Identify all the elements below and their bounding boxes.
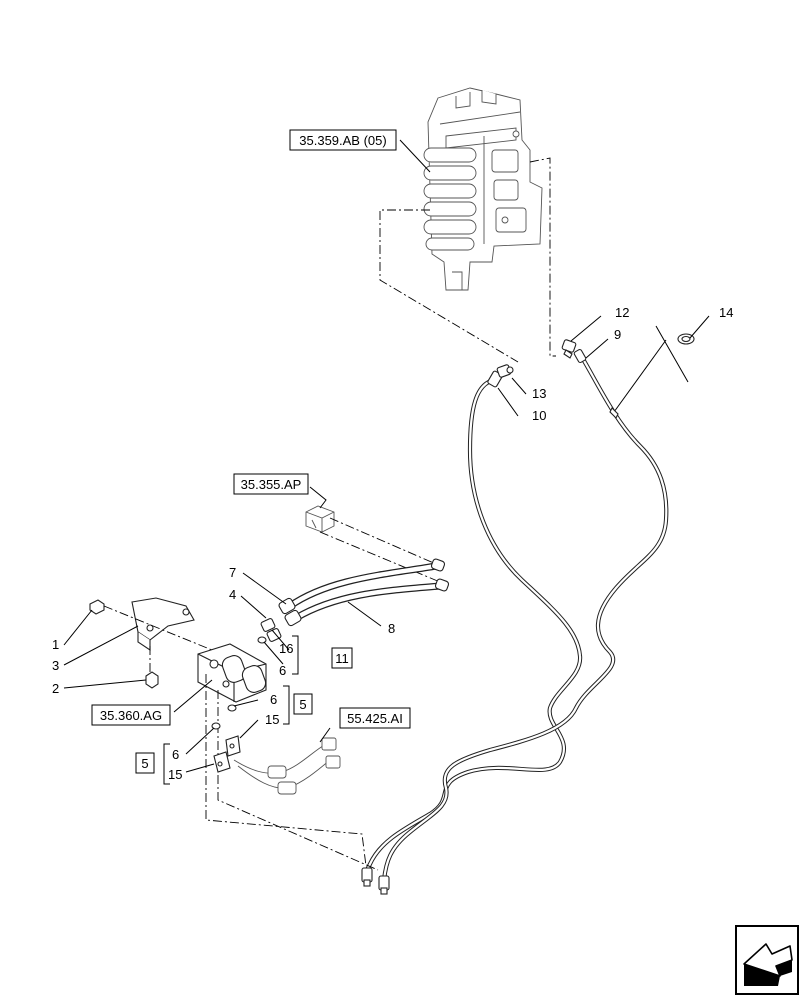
pilot-block-drawing	[305, 505, 335, 533]
callout-10: 10	[532, 408, 546, 423]
ref-solenoid-valve[interactable]: 35.360.AG	[91, 704, 171, 726]
nut-2	[145, 671, 159, 689]
cable-tie-14	[609, 325, 695, 419]
fitting-13	[496, 364, 514, 378]
callout-6-top: 6	[279, 663, 286, 678]
ref-control-valve[interactable]: 35.359.AB (05)	[289, 129, 397, 151]
svg-text:5: 5	[141, 756, 148, 771]
fitting-9	[573, 348, 587, 364]
next-page-arrow-icon[interactable]	[735, 925, 799, 995]
svg-text:5: 5	[299, 697, 306, 712]
callout-13: 13	[532, 386, 546, 401]
callout-7: 7	[229, 565, 236, 580]
svg-text:35.355.AP: 35.355.AP	[241, 477, 302, 492]
callout-4: 4	[229, 587, 236, 602]
bolt-1	[89, 599, 105, 615]
callout-3: 3	[52, 658, 59, 673]
callout-6-bottom: 6	[172, 747, 179, 762]
hose-7	[286, 562, 440, 610]
callout-6-mid: 6	[270, 692, 277, 707]
ref-pilot-block[interactable]: 35.355.AP	[233, 473, 309, 495]
ref-harness[interactable]: 55.425.AI	[339, 707, 411, 729]
hose-7-8-fittings	[278, 558, 450, 627]
solenoid-valve-drawing	[197, 643, 267, 703]
hose-8	[292, 582, 444, 622]
svg-text:35.360.AG: 35.360.AG	[100, 708, 162, 723]
callout-1: 1	[52, 637, 59, 652]
callout-14: 14	[719, 305, 733, 320]
hose-right	[381, 351, 669, 883]
callout-15-mid: 15	[265, 712, 279, 727]
svg-text:35.359.AB (05): 35.359.AB (05)	[299, 133, 386, 148]
callout-9: 9	[614, 327, 621, 342]
bracket-3	[131, 597, 195, 652]
fitting-12	[561, 339, 577, 359]
callout-15-bottom: 15	[168, 767, 182, 782]
callout-12: 12	[615, 305, 629, 320]
harness-drawing	[233, 737, 341, 795]
hose-end-bottom-right	[378, 875, 390, 895]
seals-6	[211, 704, 237, 730]
adapters-4-16-6	[257, 618, 282, 644]
svg-text:11: 11	[335, 651, 349, 666]
callout-8: 8	[388, 621, 395, 636]
connectors-15	[213, 735, 241, 773]
hose-left	[363, 377, 583, 875]
callout-16: 16	[279, 641, 293, 656]
hose-end-bottom-left	[361, 867, 373, 887]
callout-box-11[interactable]: 11	[331, 647, 353, 669]
svg-text:55.425.AI: 55.425.AI	[347, 711, 403, 726]
callout-box-5-bottom[interactable]: 5	[135, 752, 155, 774]
callout-2: 2	[52, 681, 59, 696]
control-valve-drawing	[423, 87, 543, 291]
callout-box-5-top[interactable]: 5	[293, 693, 313, 715]
